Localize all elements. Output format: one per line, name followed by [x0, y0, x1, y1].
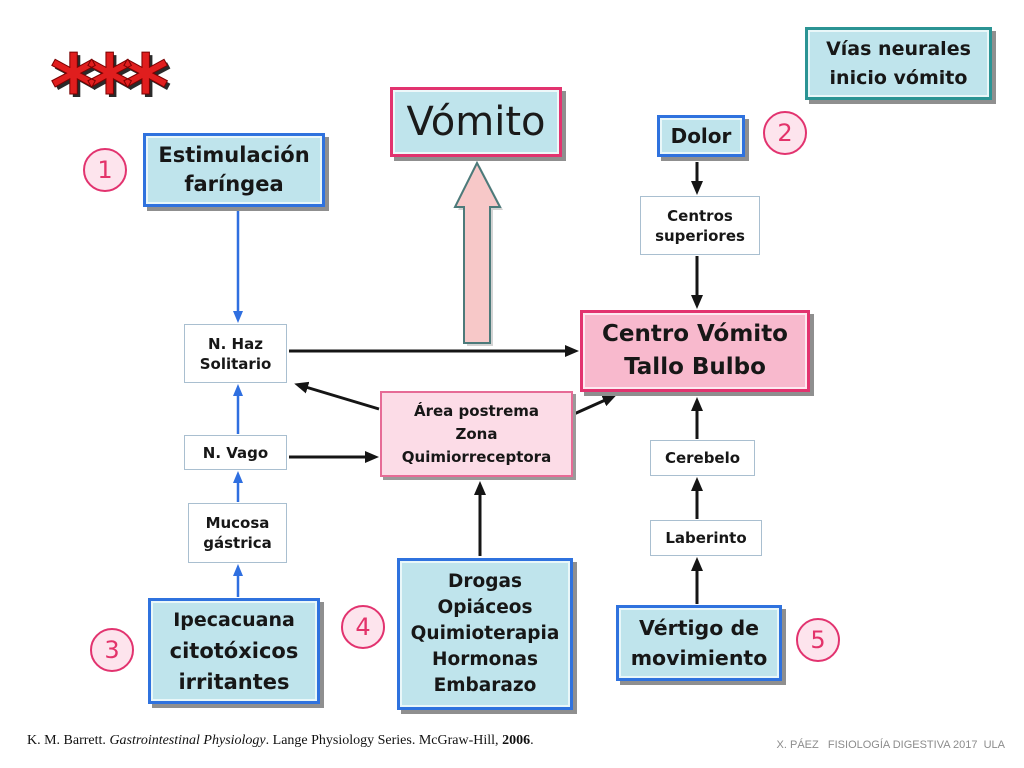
arrow-area-postrema-to-n-haz-solitario — [294, 381, 380, 411]
node-label-line: citotóxicos — [169, 638, 299, 663]
node-label-line: Drogas — [448, 571, 522, 592]
node-label-line: Área postrema — [414, 401, 539, 420]
pathway-number-3: 3 — [90, 628, 134, 672]
node-label-line: Zona — [455, 424, 498, 443]
node-n-vago: N. Vago — [184, 435, 287, 470]
node-label: Laberinto — [665, 529, 747, 547]
node-label: Cerebelo — [664, 449, 741, 467]
node-label-line: Estimulación — [158, 143, 310, 167]
citation-end: . — [530, 733, 534, 748]
node-label-line: irritantes — [178, 669, 290, 694]
pathway-number-1: 1 — [83, 148, 127, 192]
big-up-arrow — [453, 160, 502, 344]
stars-decoration: *** — [49, 36, 169, 141]
node-label-line: Solitario — [199, 354, 272, 373]
node-label-line: N. Haz — [208, 334, 263, 353]
node-drogas: Drogas Opiáceos Quimioterapia Hormonas E… — [397, 558, 573, 710]
node-label-line: movimiento — [630, 646, 768, 670]
node-ipecacuana: Ipecacuana citotóxicos irritantes — [148, 598, 320, 704]
citation-book-title: Gastrointestinal Physiology — [109, 733, 266, 748]
node-label-line: Centros — [667, 206, 733, 225]
title-line: inicio vómito — [829, 66, 968, 89]
node-area-postrema: Área postrema Zona Quimiorreceptora — [380, 391, 573, 477]
node-label: Dolor — [670, 124, 732, 148]
node-estimulacion-faringea: Estimulación faríngea — [143, 133, 325, 207]
node-cerebelo: Cerebelo — [650, 440, 755, 476]
node-n-haz-solitario: N. Haz Solitario — [184, 324, 287, 383]
node-centro-vomito: Centro Vómito Tallo Bulbo — [580, 310, 810, 392]
node-label: N. Vago — [202, 443, 269, 462]
node-dolor: Dolor — [657, 115, 745, 157]
node-label-line: Centro Vómito — [602, 321, 788, 347]
node-label: Vómito — [406, 99, 546, 145]
node-label-line: Embarazo — [433, 675, 537, 696]
node-laberinto: Laberinto — [650, 520, 762, 556]
node-vomito: Vómito — [390, 87, 562, 157]
node-label-line: Quimioterapia — [410, 623, 560, 644]
node-label-line: faríngea — [184, 172, 284, 196]
citation-author: K. M. Barrett. — [27, 733, 110, 748]
author-credit: X. PÁEZ FISIOLOGÍA DIGESTIVA 2017 ULA — [776, 739, 1005, 751]
node-label-line: Mucosa — [205, 514, 270, 532]
node-label-line: Ipecacuana — [173, 608, 295, 631]
pathway-number-2: 2 — [763, 111, 807, 155]
node-label-line: Quimiorreceptora — [401, 447, 552, 466]
reference-citation: K. M. Barrett. Gastrointestinal Physiolo… — [27, 733, 534, 749]
node-centros-superiores: Centros superiores — [640, 196, 760, 255]
citation-publisher: . Lange Physiology Series. McGraw-Hill, — [265, 733, 503, 748]
pathway-number-5: 5 — [796, 618, 840, 662]
node-label-line: gástrica — [203, 534, 272, 552]
node-label-line: superiores — [655, 226, 745, 245]
node-label-line: Hormonas — [432, 649, 538, 670]
node-mucosa-gastrica: Mucosa gástrica — [188, 503, 287, 563]
node-vertigo: Vértigo de movimiento — [616, 605, 782, 681]
citation-year: 2006 — [502, 733, 531, 748]
arrow-area-postrema-to-centro-vomito — [573, 394, 617, 416]
node-label-line: Opiáceos — [437, 597, 533, 618]
node-label-line: Vértigo de — [638, 616, 760, 640]
title-box: Vías neurales inicio vómito — [805, 27, 992, 100]
pathway-number-4: 4 — [341, 605, 385, 649]
title-line: Vías neurales — [826, 37, 971, 60]
node-label-line: Tallo Bulbo — [624, 354, 766, 380]
